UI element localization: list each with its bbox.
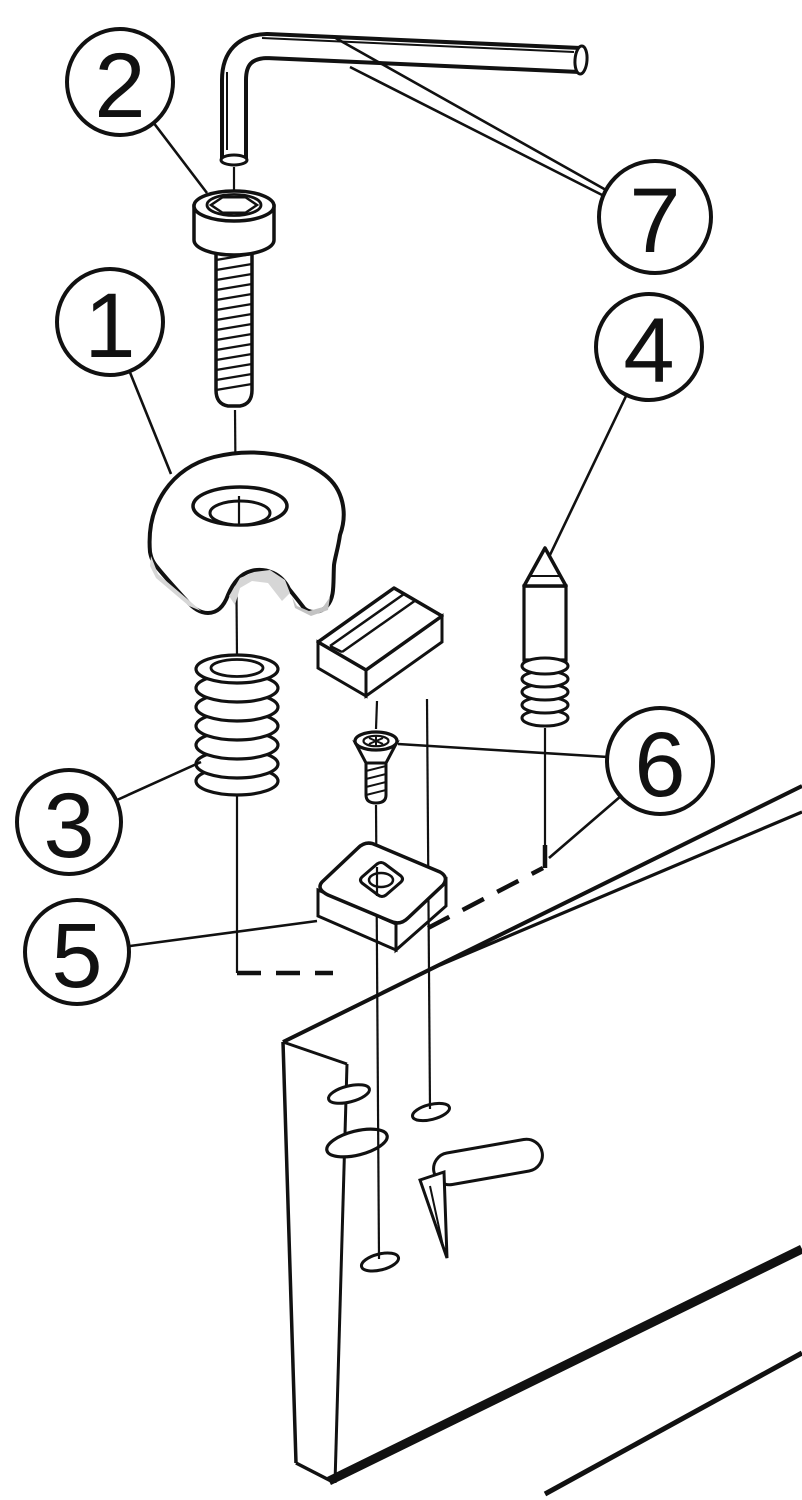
insert-seat: [316, 586, 444, 699]
axis-lines: [232, 167, 547, 1260]
seat-screw: [352, 730, 400, 805]
clamp-body: [147, 450, 346, 615]
set-screw-thread-1: [520, 656, 570, 676]
callout-2: 2: [65, 27, 175, 137]
hidden-path-diagonal: [426, 866, 545, 930]
hex-key-end-cap-right: [573, 44, 589, 76]
pocket-slot-shape: [432, 1137, 544, 1187]
callout-2-circle: [65, 27, 175, 137]
callout-2-number: 2: [94, 35, 145, 137]
holder-top-edge: [282, 784, 802, 1044]
leader-7-lower: [349, 65, 611, 201]
hex-key-end-cap-bottom: [219, 153, 249, 167]
callout-1: 1: [55, 267, 165, 377]
insert-seat-top: [316, 586, 444, 672]
screw-hex-socket: [208, 195, 260, 215]
hidden-path-lines: [237, 845, 548, 976]
screw-socket-rim: [205, 193, 263, 217]
callout-3-number: 3: [43, 775, 94, 877]
callout-5-number: 5: [51, 905, 102, 1007]
hex-key-facet-line-horizontal: [261, 37, 575, 53]
tool-holder-body: [281, 784, 802, 1500]
callout-1-circle: [55, 267, 165, 377]
leader-6-to-holder: [548, 795, 622, 859]
leader-2: [151, 121, 209, 194]
callout-3: 3: [15, 768, 123, 877]
callout-4-number: 4: [623, 300, 674, 402]
callout-6-circle: [605, 706, 715, 816]
holder-top-edge-chamfer: [439, 810, 802, 967]
set-screw-body: [522, 584, 568, 662]
leader-3: [116, 760, 202, 802]
callout-7-number: 7: [629, 170, 680, 272]
leader-lines: [116, 34, 629, 948]
holder-pocket-slot: [432, 1137, 544, 1187]
callout-4: 4: [594, 292, 704, 402]
holder-hole-large: [325, 1127, 389, 1159]
holder-pocket-wedge-line: [429, 1185, 444, 1247]
spring: [194, 653, 280, 797]
callout-7: 7: [597, 159, 713, 275]
holder-silhouette: [283, 786, 802, 1500]
holder-underside-edge: [543, 1350, 802, 1497]
screw-threads: [215, 252, 253, 392]
insert-seat-groove: [329, 592, 417, 654]
hex-key-body: [224, 36, 581, 161]
holder-end-face-top-edge: [282, 1040, 348, 1066]
spring-bore: [209, 658, 265, 678]
axis-seat-to-holder: [425, 698, 432, 1110]
hex-key: [219, 32, 589, 167]
seat-screw-threads: [365, 765, 387, 796]
set-screw-tip: [522, 546, 568, 588]
shim-hole-outer: [359, 861, 404, 898]
callout-7-circle: [597, 159, 713, 275]
callout-5: 5: [23, 898, 131, 1007]
axis-seat-to-screw: [374, 700, 379, 730]
leader-7-upper: [331, 34, 607, 192]
clamp-shade-notch: [229, 570, 290, 605]
set-screw: [520, 546, 570, 728]
leader-1: [127, 369, 173, 475]
holder-left-edge: [281, 1041, 298, 1464]
callout-6-number: 6: [634, 714, 685, 816]
seat-screw-drive-star: [368, 735, 384, 747]
leader-6-to-screw: [397, 742, 609, 759]
clamp-shade-right: [292, 597, 330, 616]
holder-hole-small-1: [327, 1083, 371, 1105]
callout-3-circle: [15, 768, 123, 876]
clamp: [147, 450, 346, 616]
callout-5-circle: [23, 898, 131, 1006]
callout-6: 6: [605, 706, 715, 816]
shim-hole-inner: [367, 871, 395, 889]
leader-5: [129, 919, 318, 948]
clamp-screw: [192, 189, 276, 408]
holder-bottom-left-edge: [295, 1461, 334, 1484]
shim-plate: [316, 841, 448, 954]
callout-4-circle: [594, 292, 704, 402]
callouts: 1 2 3 4 5 6 7: [15, 27, 715, 1007]
leader-4: [547, 393, 629, 558]
callout-1-number: 1: [84, 275, 135, 377]
holder-front-bottom-edge: [327, 1244, 802, 1486]
